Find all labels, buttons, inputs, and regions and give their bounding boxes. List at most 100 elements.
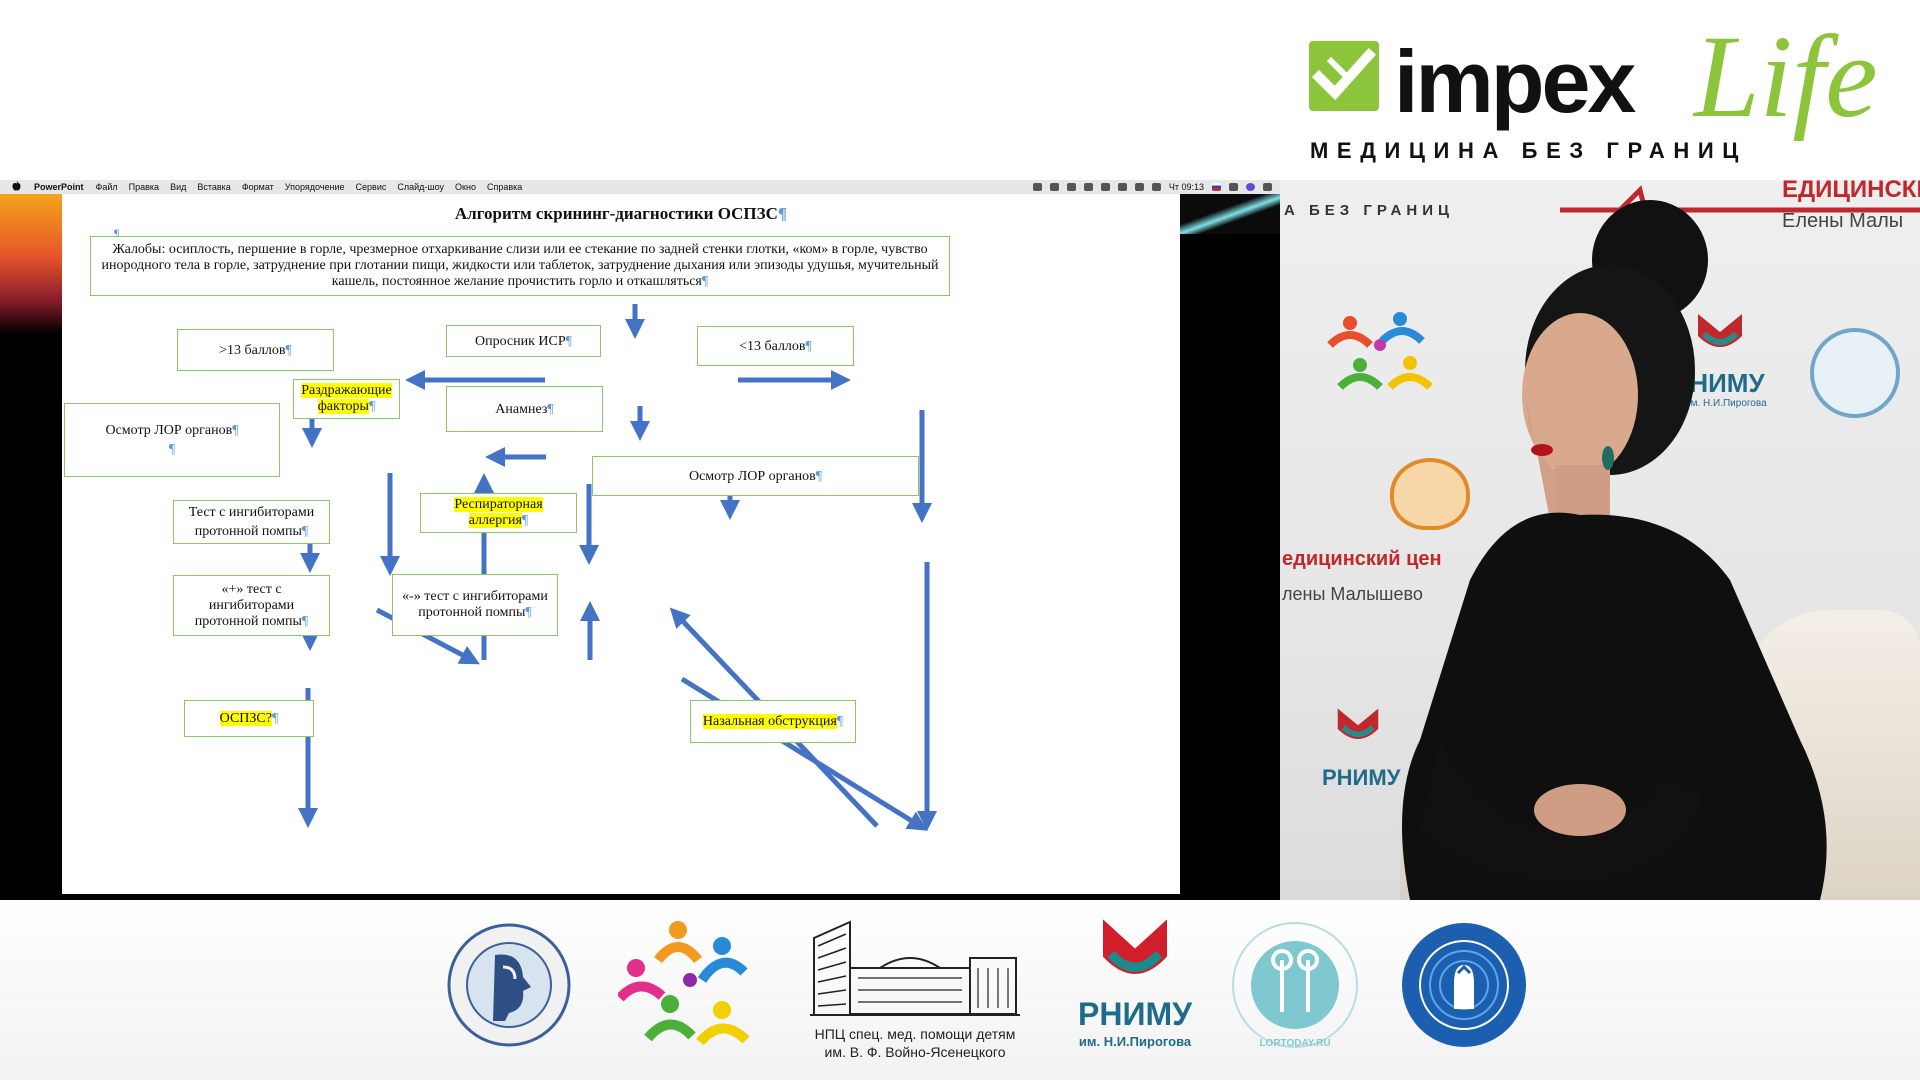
ppi-positive-label: «+» тест с ингибиторами протонной помпы	[194, 581, 302, 629]
speaker-camera-view: А БЕЗ ГРАНИЦ ЕДИЦИНСКИ Елены Малы едицин…	[1280, 180, 1920, 900]
menubar-app-name[interactable]: PowerPoint	[34, 182, 84, 192]
slide-title: Алгоритм скрининг-диагностики ОСПЗС¶	[62, 204, 1180, 224]
lt13-label: <13 баллов	[739, 338, 806, 354]
apple-logo-icon[interactable]	[12, 181, 24, 193]
wifi-icon[interactable]	[1134, 183, 1144, 191]
ppi-test-label: Тест с ингибиторами протонной помпы	[188, 505, 315, 539]
kids-logo-icon	[618, 921, 750, 1046]
display-icon[interactable]	[1100, 183, 1110, 191]
nasal-obstruction-box: Назальная обструкция¶	[690, 700, 856, 743]
pilcrow-mark: ¶	[815, 468, 823, 484]
partner-npc-logo: НПЦ спец. мед. помощи детям им. В. Ф. Во…	[810, 916, 1020, 1066]
menu-insert[interactable]: Вставка	[197, 182, 231, 192]
screen-share: PowerPoint Файл Правка Вид Вставка Форма…	[0, 180, 1280, 900]
screen-record-icon[interactable]	[1032, 183, 1042, 191]
pilcrow-mark: ¶	[114, 226, 120, 240]
os-menubar: PowerPoint Файл Правка Вид Вставка Форма…	[0, 180, 1280, 194]
rnimu-name: РНИМУ	[1077, 996, 1192, 1032]
battery-icon[interactable]	[1151, 183, 1161, 191]
menu-window[interactable]: Окно	[455, 182, 476, 192]
menu-file[interactable]: Файл	[95, 182, 118, 192]
gt13-label: >13 баллов	[219, 342, 286, 358]
ppi-test-box: Тест с ингибиторами протонной помпы¶	[173, 500, 330, 544]
presentation-slide: Алгоритм скрининг-диагностики ОСПЗС¶ ¶	[62, 194, 1180, 894]
ent-exam-right-box: Осмотр ЛОР органов¶	[592, 456, 919, 496]
control-center-icon[interactable]	[1263, 183, 1272, 191]
backdrop-center-line1: едицинский цен	[1282, 548, 1442, 570]
pilcrow-mark: ¶	[521, 513, 529, 528]
ospzs-label: ОСПЗС?	[219, 711, 272, 726]
partner-federation-logo	[445, 916, 573, 1066]
resp-allergy-box: Респираторная аллергия¶	[420, 493, 577, 533]
menu-arrange[interactable]: Упорядочение	[284, 182, 345, 192]
partner-lortoday-logo: LORTODAY.RU	[1230, 916, 1360, 1066]
backdrop-kids-logo-icon	[1327, 312, 1433, 390]
backdrop-rnimu-logo-bottom-icon	[1337, 708, 1379, 740]
desktop-wallpaper-right	[1180, 194, 1280, 234]
flowchart-arrows	[298, 304, 937, 831]
backdrop-center-title: ЕДИЦИНСКИ	[1782, 180, 1920, 203]
pilcrow-mark: ¶	[565, 333, 573, 349]
ppi-positive-box: «+» тест с ингибиторами протонной помпы¶	[173, 575, 330, 636]
person-icon[interactable]	[1049, 183, 1059, 191]
ent-exam-right-label: Осмотр ЛОР органов	[688, 468, 816, 484]
ent-exam-left-box: Осмотр ЛОР органов¶¶	[64, 403, 280, 477]
backdrop-center-line2: лены Малышево	[1282, 584, 1423, 604]
menu-view[interactable]: Вид	[170, 182, 187, 192]
pilcrow-mark: ¶	[547, 401, 554, 417]
irritants-label: Раздражающие факторы	[301, 383, 392, 414]
backdrop-rnimu-logo-icon	[1698, 314, 1742, 347]
anamnesis-box: Анамнез¶	[446, 386, 603, 432]
gt13-box: >13 баллов¶	[177, 329, 334, 371]
menu-tools[interactable]: Сервис	[355, 182, 387, 192]
backdrop-cartoon-face-icon	[1390, 458, 1470, 530]
lortoday-caption: LORTODAY.RU	[1259, 1038, 1331, 1049]
partner-phoniatrists-logo	[1400, 916, 1528, 1066]
resp-allergy-label: Респираторная аллергия	[454, 497, 543, 528]
menu-edit[interactable]: Правка	[128, 182, 160, 192]
partner-rnimu-logo: РНИМУ им. Н.И.Пирогова	[1070, 916, 1200, 1066]
pilcrow-mark: ¶	[836, 714, 844, 729]
questionnaire-box: Опросник ИСР¶	[446, 325, 601, 357]
complaints-text: Жалобы: осиплость, першение в горле, чре…	[101, 242, 939, 289]
menubar-clock[interactable]: Чт 09:13	[1168, 182, 1204, 192]
cloud-icon[interactable]	[1066, 183, 1076, 191]
menu-help[interactable]: Справка	[486, 182, 523, 192]
top-banner: impex Life МЕДИЦИНА БЕЗ ГРАНИЦ	[0, 0, 1920, 180]
vpn-icon[interactable]	[1083, 183, 1093, 191]
impex-life-logo: impex Life МЕДИЦИНА БЕЗ ГРАНИЦ	[1306, 18, 1896, 170]
brand-script: Life	[1694, 11, 1878, 142]
rnimu-subtitle: им. Н.И.Пирогова	[1078, 1034, 1192, 1049]
backdrop-tagline: А БЕЗ ГРАНИЦ	[1284, 202, 1454, 219]
lortoday-logo-icon	[1232, 922, 1358, 1048]
complaints-box: Жалобы: осиплость, першение в горле, чре…	[90, 236, 950, 296]
pilcrow-mark: ¶	[301, 613, 309, 629]
desktop-wallpaper-left	[0, 194, 62, 334]
pilcrow-mark: ¶	[368, 399, 376, 414]
menu-slideshow[interactable]: Слайд-шоу	[397, 182, 445, 192]
hospital-building-icon	[810, 920, 1020, 1016]
pilcrow-mark: ¶	[805, 338, 812, 354]
pilcrow-mark: ¶	[777, 204, 788, 223]
slide-title-text: Алгоритм скрининг-диагностики ОСПЗС	[454, 204, 778, 223]
ent-exam-left-label: Осмотр ЛОР органов	[105, 423, 233, 438]
rnimu-logo-icon	[1103, 919, 1167, 974]
backdrop-rnimu-sub: им. Н.И.Пирогова	[1685, 398, 1767, 409]
backdrop-rnimu-bottom-label: РНИМУ	[1322, 765, 1401, 790]
input-flag-icon[interactable]	[1212, 183, 1221, 191]
irritants-box: Раздражающие факторы¶	[293, 379, 400, 419]
menu-format[interactable]: Формат	[241, 182, 274, 192]
pilcrow-mark: ¶	[232, 423, 239, 438]
brand-tagline: МЕДИЦИНА БЕЗ ГРАНИЦ	[1310, 138, 1747, 163]
npc-caption-line1: НПЦ спец. мед. помощи детям	[814, 1026, 1016, 1042]
partner-kids-center-logo	[618, 916, 760, 1066]
anamnesis-label: Анамнез	[495, 401, 548, 417]
menubar-status-area: Чт 09:13	[1032, 180, 1272, 194]
spotlight-search-icon[interactable]	[1229, 183, 1238, 191]
backdrop-round-logo-icon	[1810, 328, 1900, 418]
pilcrow-mark: ¶	[525, 605, 532, 620]
siri-icon[interactable]	[1246, 183, 1255, 191]
federation-profile-icon	[447, 923, 571, 1047]
pilcrow-mark: ¶	[285, 342, 292, 358]
bluetooth-icon[interactable]	[1117, 183, 1127, 191]
